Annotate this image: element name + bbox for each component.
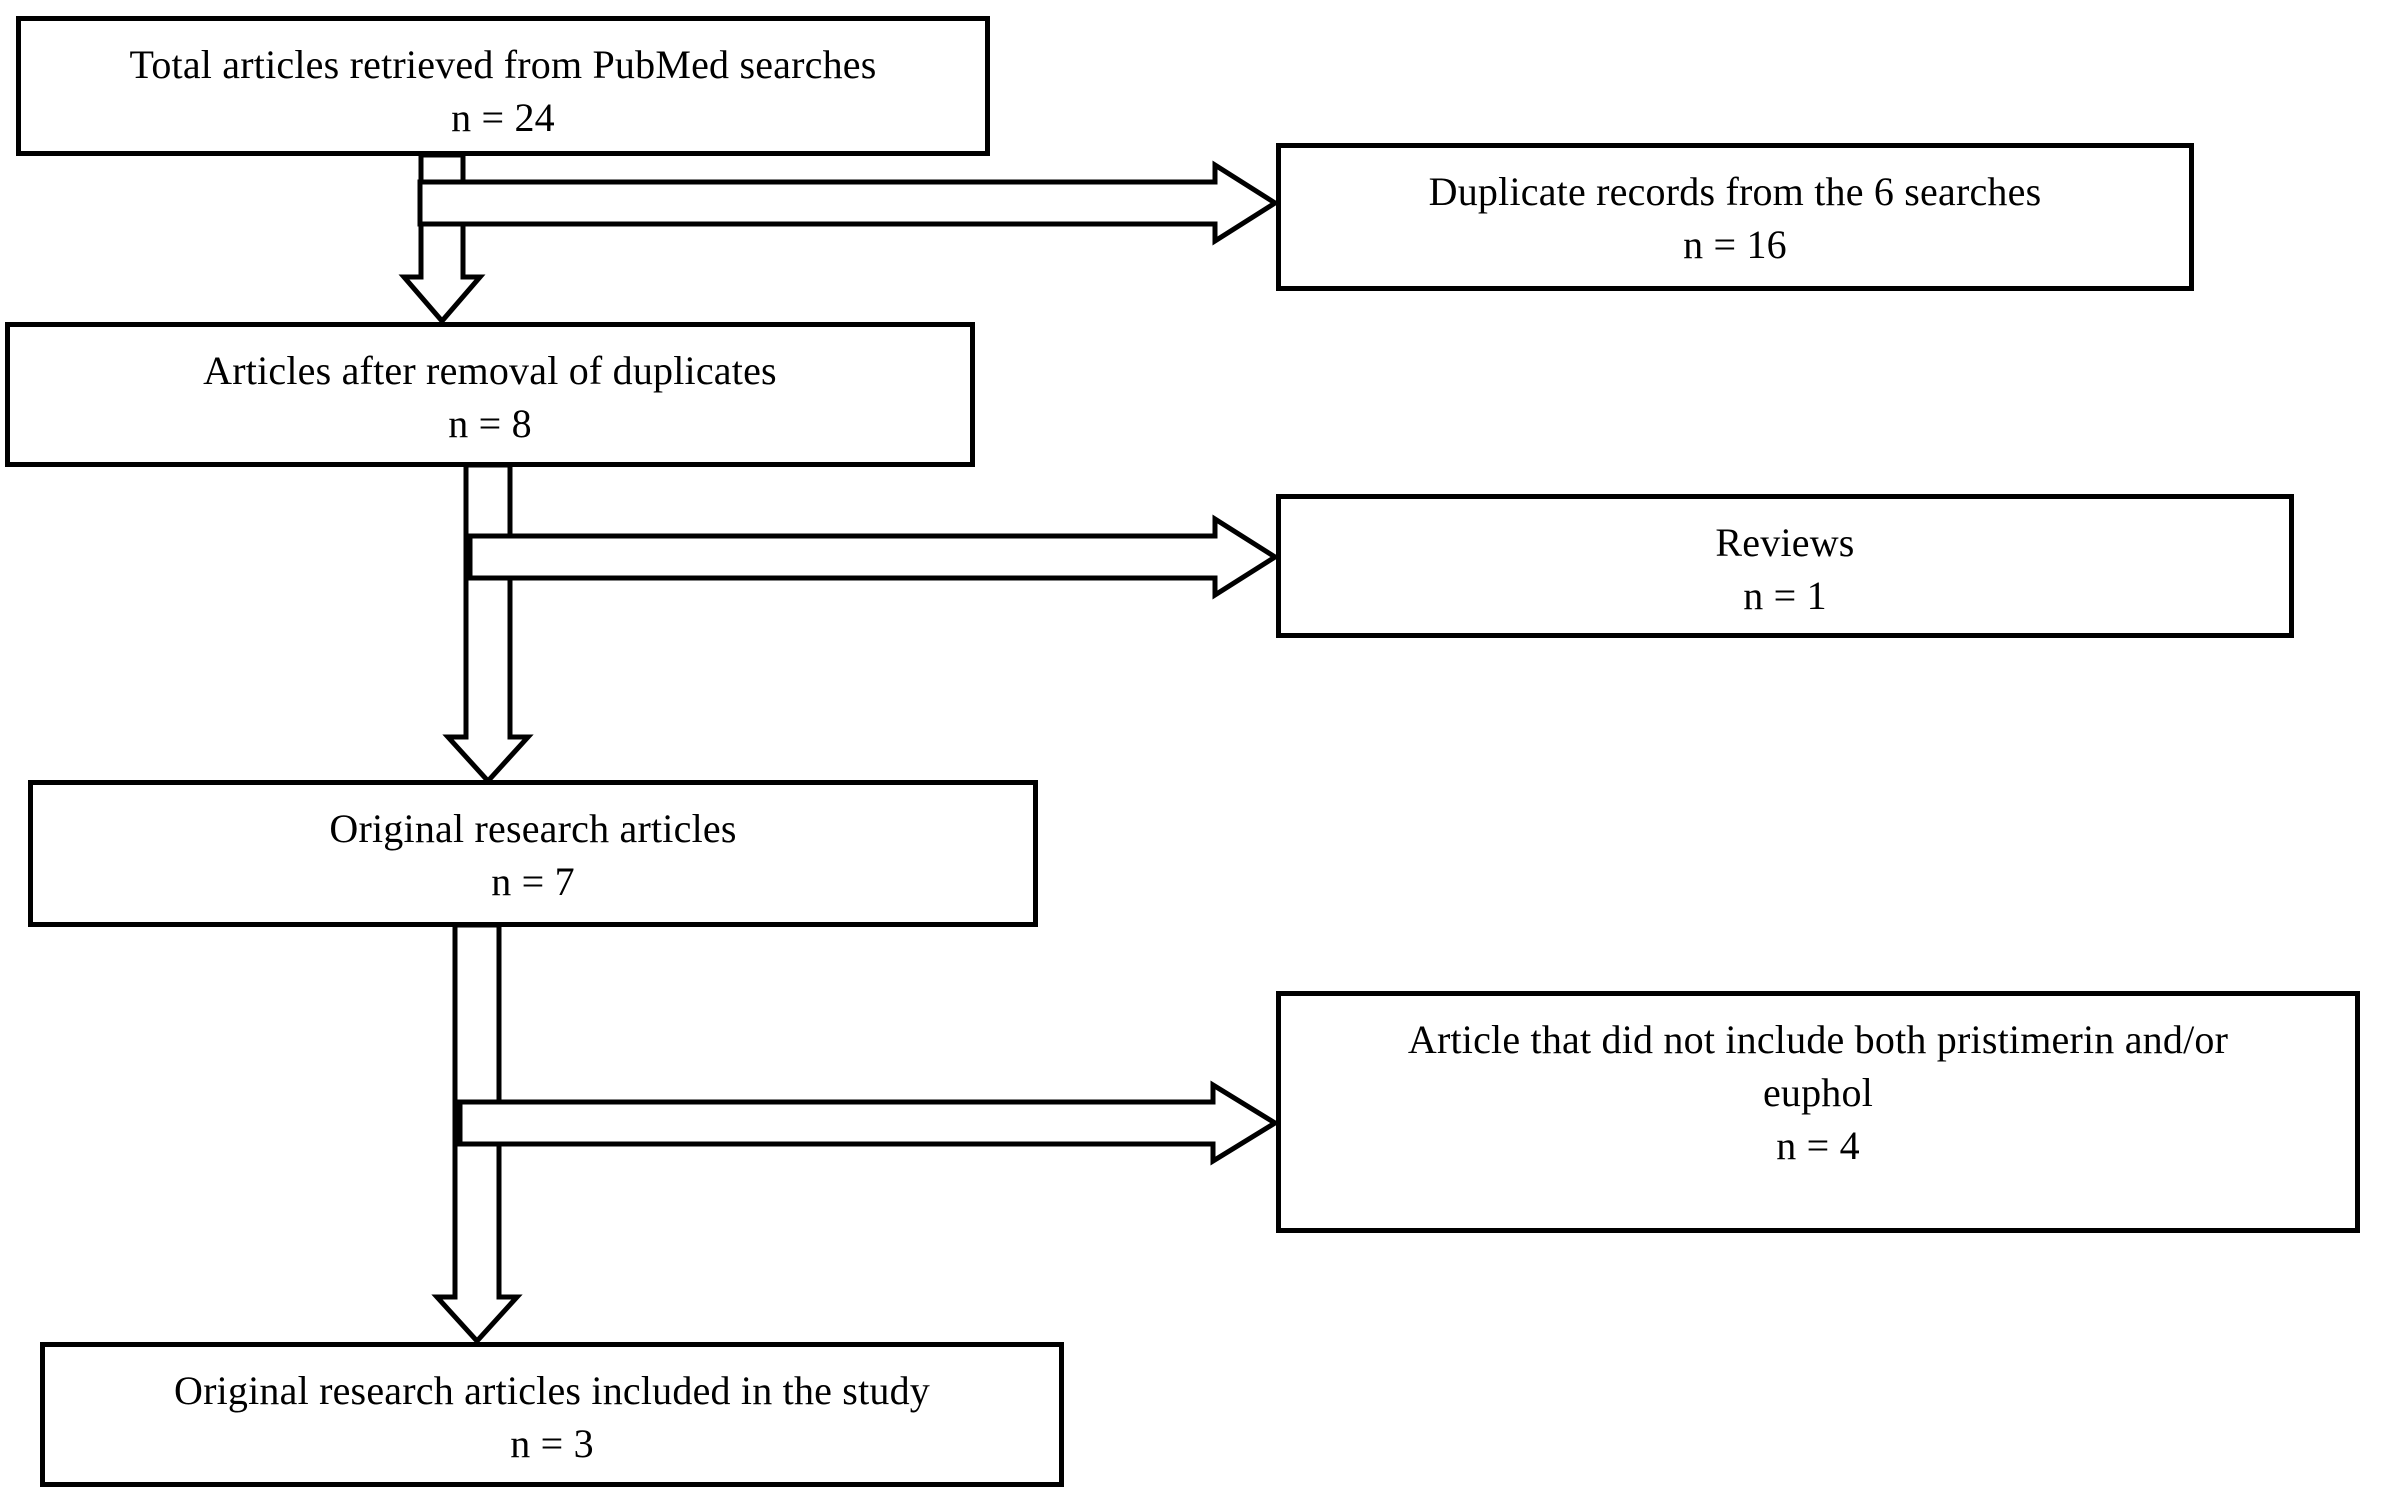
node-included-in-study: Original research articles included in t… — [40, 1342, 1064, 1487]
node-not-included: Article that did not include both pristi… — [1276, 991, 2360, 1233]
node-reviews: Reviews n = 1 — [1276, 494, 2294, 638]
node-original-research-count: n = 7 — [491, 858, 575, 904]
connector-after-removal-to-reviews — [467, 514, 1280, 600]
node-original-research: Original research articles n = 7 — [28, 780, 1038, 927]
node-not-included-label-line2: euphol — [1762, 1069, 1874, 1115]
node-after-removal-label: Articles after removal of duplicates — [203, 348, 777, 393]
node-not-included-label-line1: Article that did not include both pristi… — [1407, 1017, 2229, 1062]
node-included-in-study-count: n = 3 — [510, 1420, 594, 1466]
node-duplicate-records: Duplicate records from the 6 searches n … — [1276, 143, 2194, 291]
connector-after-removal-to-original — [438, 462, 548, 785]
connector-original-to-excluded — [457, 1080, 1280, 1166]
node-original-research-label: Original research articles — [329, 806, 737, 851]
node-after-removal: Articles after removal of duplicates n =… — [5, 322, 975, 467]
node-not-included-count: n = 4 — [1776, 1122, 1860, 1168]
node-duplicate-records-label: Duplicate records from the 6 searches — [1428, 169, 2042, 214]
node-duplicate-records-count: n = 16 — [1683, 221, 1787, 267]
node-reviews-label: Reviews — [1715, 520, 1855, 565]
node-included-in-study-label: Original research articles included in t… — [173, 1368, 930, 1413]
node-total-articles-label: Total articles retrieved from PubMed sea… — [129, 42, 877, 87]
node-reviews-count: n = 1 — [1743, 572, 1827, 618]
connector-total-to-duplicates — [417, 160, 1280, 246]
node-after-removal-count: n = 8 — [448, 400, 532, 446]
node-total-articles-count: n = 24 — [451, 94, 555, 140]
node-total-articles: Total articles retrieved from PubMed sea… — [16, 16, 990, 156]
